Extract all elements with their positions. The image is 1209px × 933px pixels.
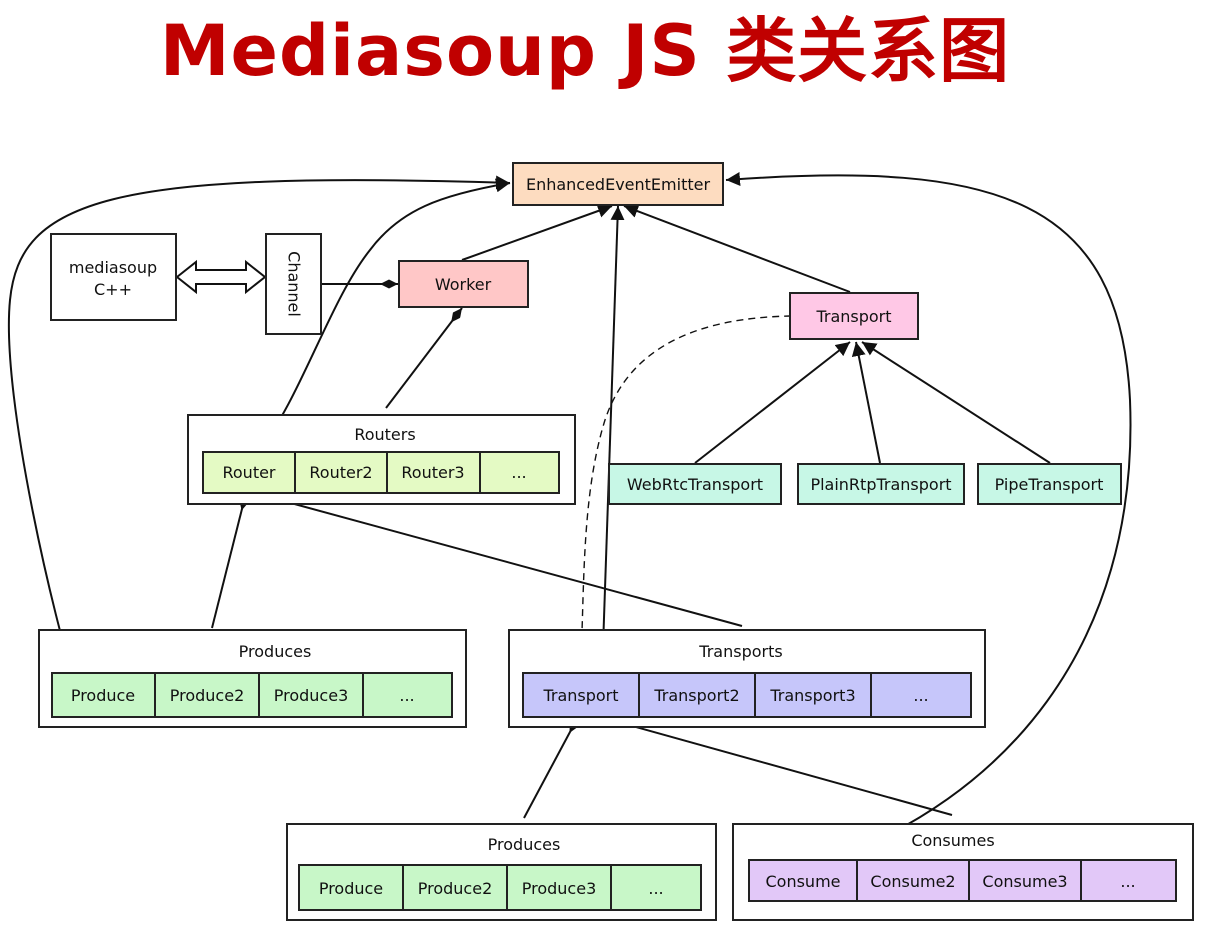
produce-item[interactable]: ... (362, 672, 453, 718)
consume-item-label: ... (1120, 872, 1135, 891)
transports-items: Transport Transport2 Transport3 ... (522, 672, 972, 718)
edge-plainrtp-transport (851, 341, 881, 464)
produce-item-label: Produce3 (522, 879, 597, 898)
produce-item-label: Produce2 (170, 686, 245, 705)
node-channel[interactable]: Channel (265, 233, 322, 335)
group-routers: Routers Router Router2 Router3 ... (187, 414, 576, 505)
edge-consumes-transport (599, 715, 953, 816)
edge-mediasoup-channel (175, 259, 267, 295)
edge-webrtc-transport (694, 341, 851, 464)
transport-item-label: ... (913, 686, 928, 705)
group-routers-title: Routers (354, 425, 415, 444)
edge-transport-emitter (623, 204, 851, 293)
edges (7, 172, 1132, 863)
edge-transports-router (253, 491, 743, 627)
edge-produce-emitter (7, 175, 511, 673)
router-item[interactable]: Router (202, 451, 296, 494)
produce-item[interactable]: Produce (298, 864, 404, 911)
router-item-label: Router2 (309, 463, 372, 482)
group-transports: Transports Transport Transport2 Transpor… (508, 629, 986, 728)
produces-top-items: Produce Produce2 Produce3 ... (51, 672, 453, 718)
edge-produces-transport (523, 716, 579, 819)
consume-item-label: Consume (765, 872, 840, 891)
produce-item[interactable]: Produce (51, 672, 156, 718)
group-produces-top-title: Produces (239, 642, 312, 661)
consume-item-label: Consume3 (982, 872, 1067, 891)
node-mediasoup[interactable]: mediasoup C++ (50, 233, 177, 321)
consume-item[interactable]: Consume2 (856, 859, 970, 902)
router-item-label: Router (222, 463, 275, 482)
group-produces-bottom: Produces Produce Produce2 Produce3 ... (286, 823, 717, 921)
node-pipe-transport[interactable]: PipeTransport (977, 463, 1122, 505)
produce-item[interactable]: Produce3 (506, 864, 612, 911)
transport-item[interactable]: ... (870, 672, 972, 718)
router-item[interactable]: Router2 (294, 451, 388, 494)
edge-router-emitter (257, 178, 511, 453)
node-pipe-label: PipeTransport (995, 475, 1104, 494)
edge-transportitem-transport-dashed (579, 315, 791, 677)
group-transports-title: Transports (698, 642, 782, 661)
produce-item-label: Produce (319, 879, 383, 898)
routers-items: Router Router2 Router3 ... (202, 451, 560, 494)
router-item[interactable]: Router3 (386, 451, 481, 494)
produce-item-label: Produce (71, 686, 135, 705)
produce-item-label: Produce3 (274, 686, 349, 705)
edge-worker-emitter (461, 204, 613, 261)
consume-item-label: Consume2 (870, 872, 955, 891)
produce-item-label: Produce2 (418, 879, 493, 898)
group-consumes-title: Consumes (911, 831, 994, 850)
produces-bottom-items: Produce Produce2 Produce3 ... (298, 864, 702, 911)
produce-item[interactable]: Produce3 (258, 672, 364, 718)
node-channel-label: Channel (285, 251, 304, 317)
transport-item[interactable]: Transport2 (638, 672, 756, 718)
transport-item-label: Transport (542, 686, 618, 705)
edge-consume-emitter (725, 172, 1132, 863)
edge-produces-router (211, 492, 249, 629)
node-transport-base[interactable]: Transport (789, 292, 919, 340)
node-plainrtp-transport[interactable]: PlainRtpTransport (797, 463, 965, 505)
page-title: Mediasoup JS 类关系图 (159, 10, 1011, 92)
produce-item-label: ... (399, 686, 414, 705)
produce-item-label: ... (648, 879, 663, 898)
node-mediasoup-label-1: mediasoup (69, 258, 157, 277)
produce-item[interactable]: ... (610, 864, 702, 911)
produce-item[interactable]: Produce2 (402, 864, 508, 911)
node-emitter-label: EnhancedEventEmitter (526, 175, 711, 194)
transport-item-label: Transport3 (769, 686, 855, 705)
edge-transportitem-emitter (601, 205, 625, 678)
consume-item[interactable]: Consume3 (968, 859, 1082, 902)
router-item-label: Router3 (401, 463, 464, 482)
consumes-items: Consume Consume2 Consume3 ... (748, 859, 1177, 902)
node-plainrtp-label: PlainRtpTransport (810, 475, 951, 494)
consume-item[interactable]: Consume (748, 859, 858, 902)
group-consumes: Consumes Consume Consume2 Consume3 ... (732, 823, 1194, 921)
consume-item[interactable]: ... (1080, 859, 1177, 902)
produce-item[interactable]: Produce2 (154, 672, 260, 718)
router-item[interactable]: ... (479, 451, 560, 494)
group-produces-bottom-title: Produces (488, 835, 561, 854)
transport-item-label: Transport2 (653, 686, 739, 705)
node-webrtc-label: WebRtcTransport (627, 475, 763, 494)
node-worker-label: Worker (435, 275, 492, 294)
edge-pipe-transport (861, 341, 1051, 464)
transport-item[interactable]: Transport3 (754, 672, 872, 718)
node-webrtc-transport[interactable]: WebRtcTransport (608, 463, 782, 505)
edge-routers-worker (385, 307, 463, 409)
transport-item[interactable]: Transport (522, 672, 640, 718)
node-mediasoup-label-2: C++ (94, 280, 132, 299)
router-item-label: ... (511, 463, 526, 482)
node-worker[interactable]: Worker (398, 260, 529, 308)
group-produces-top: Produces Produce Produce2 Produce3 ... (38, 629, 467, 728)
node-emitter[interactable]: EnhancedEventEmitter (512, 162, 724, 206)
node-transport-base-label: Transport (815, 307, 891, 326)
